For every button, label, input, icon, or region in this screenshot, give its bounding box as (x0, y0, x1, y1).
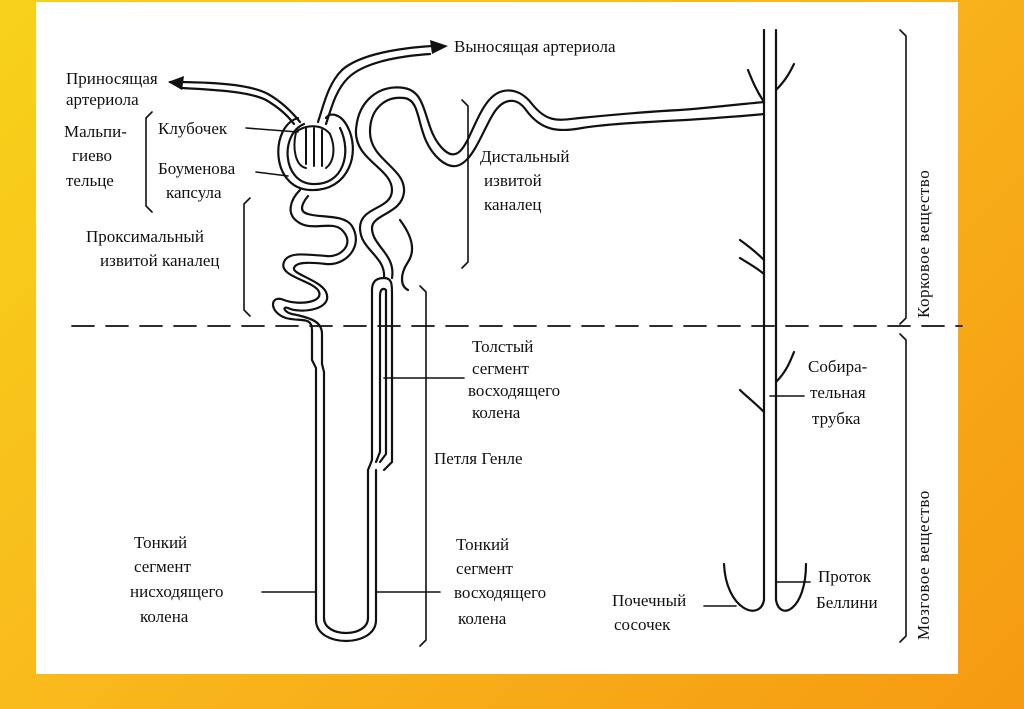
label-thick-1: Толстый (472, 337, 534, 356)
efferent-arteriole (316, 44, 434, 124)
label-distal-2: извитой (484, 171, 542, 190)
label-bowman-2: капсула (166, 183, 222, 202)
bowman-capsule (277, 113, 354, 192)
bracket-henle (419, 285, 427, 647)
efferent-arrow (430, 40, 448, 54)
label-afferent-2: артериола (66, 90, 139, 109)
afferent-arteriole (168, 80, 302, 124)
label-henle: Петля Генле (434, 449, 523, 468)
henle-descending (310, 358, 378, 642)
proximal-tubule (271, 188, 349, 362)
label-thin-desc-3: нисходящего (130, 582, 224, 601)
label-collecting-1: Собира- (808, 357, 868, 376)
bracket-cortex (899, 29, 907, 325)
label-collecting-3: трубка (812, 409, 861, 428)
leader-glomerulus (245, 127, 299, 133)
label-papilla-1: Почечный (612, 591, 687, 610)
label-malpighian-2: гиево (72, 146, 113, 165)
label-malpighian-1: Мальпи- (64, 122, 127, 141)
label-glomerulus: Клубочек (158, 119, 228, 138)
label-distal-3: каналец (484, 195, 542, 214)
renal-papilla (722, 562, 766, 612)
label-thin-asc-4: колена (458, 609, 507, 628)
label-efferent: Выносящая артериола (454, 37, 616, 56)
diagram-panel (36, 2, 958, 674)
bracket-medulla (899, 333, 907, 643)
label-thin-asc-2: сегмент (456, 559, 513, 578)
leader-bowman (255, 171, 289, 177)
label-thick-4: колена (472, 403, 521, 422)
label-distal-1: Дистальный (480, 147, 570, 166)
label-medulla: Мозговое вещество (914, 490, 933, 640)
label-papilla-2: сосочек (614, 615, 671, 634)
glomerulus (293, 125, 335, 169)
bracket-proximal (243, 197, 251, 317)
label-thin-desc-1: Тонкий (134, 533, 188, 552)
label-thin-desc-4: колена (140, 607, 189, 626)
label-proximal-1: Проксимальный (86, 227, 204, 246)
label-thin-desc-2: сегмент (134, 557, 191, 576)
label-bellini-1: Проток (818, 567, 872, 586)
label-thin-asc-1: Тонкий (456, 535, 510, 554)
label-cortex: Корковое вещество (914, 169, 933, 318)
label-proximal-2: извитой каналец (100, 251, 220, 270)
label-collecting-2: тельная (810, 383, 866, 402)
label-thick-2: сегмент (472, 359, 529, 378)
label-afferent-1: Приносящая (66, 69, 158, 88)
label-malpighian-3: тельце (66, 171, 114, 190)
label-bowman-1: Боуменова (158, 159, 236, 178)
distal-tubule (354, 86, 766, 280)
label-thick-3: восходящего (468, 381, 561, 400)
afferent-arrow (168, 76, 184, 90)
collecting-duct (738, 28, 796, 602)
label-bellini-2: Беллини (816, 593, 878, 612)
bracket-distal (461, 99, 469, 269)
label-thin-asc-3: восходящего (454, 583, 547, 602)
bracket-malpighian (145, 111, 153, 213)
